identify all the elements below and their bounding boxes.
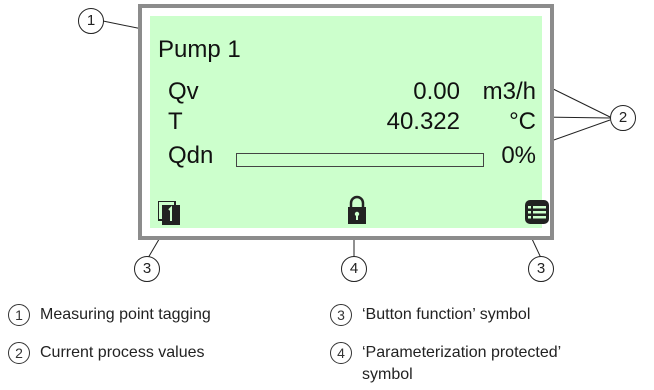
pv-unit-t: °C [509, 108, 536, 135]
callout-3-left: 3 [134, 256, 160, 282]
pv-unit-qdn: 0% [501, 142, 536, 169]
pv-name-qv: Qv [168, 78, 199, 105]
callout-4: 4 [341, 256, 367, 282]
callout-line-2a [542, 83, 611, 118]
pv-name-qdn: Qdn [168, 142, 214, 169]
pv-value-qv: 0.00 [413, 78, 460, 105]
measuring-point-tag: Pump 1 [158, 36, 241, 63]
callout-1: 1 [78, 8, 104, 34]
menu-list-icon[interactable] [525, 200, 549, 229]
legend-text-1: Measuring point tagging [40, 306, 211, 323]
button-function-icon[interactable] [157, 200, 180, 230]
pv-value-t: 40.322 [386, 108, 460, 135]
legend-text-3: ‘Button function’ symbol [362, 306, 531, 323]
legend-num-4: 4 [330, 342, 352, 364]
callout-3-right: 3 [528, 256, 554, 282]
qdn-bargraph [236, 153, 484, 167]
callout-2: 2 [610, 105, 636, 131]
legend-text-4: ‘Parameterization protected’ [362, 344, 562, 361]
pv-name-t: T [168, 108, 183, 135]
legend-text-2: Current process values [40, 344, 205, 361]
display-screen: Pump 1 Qv 0.00 m3/h T 40.322 °C Qdn 0% [150, 16, 549, 230]
legend-num-1: 1 [8, 304, 30, 326]
legend-num-2: 2 [8, 342, 30, 364]
pv-unit-qv: m3/h [482, 78, 536, 105]
lock-icon [347, 195, 367, 230]
display-frame: Pump 1 Qv 0.00 m3/h T 40.322 °C Qdn 0% [138, 4, 554, 240]
legend-text-4-cont: symbol [362, 366, 413, 383]
legend-num-3: 3 [330, 304, 352, 326]
